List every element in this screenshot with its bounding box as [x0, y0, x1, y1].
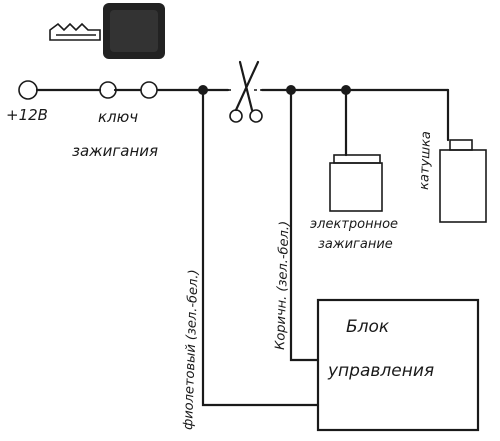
terminal-plus12v: [18, 80, 38, 100]
label-plus12v: +12В: [6, 106, 48, 124]
label-control-unit-line1: Блок: [346, 317, 390, 337]
wire-brown: [289, 88, 320, 362]
label-violet-wire: фиолетовый (зел.-бел.): [181, 269, 202, 430]
terminal-key-out: [140, 81, 158, 99]
ignition-coil: [439, 139, 487, 223]
key-icon: [49, 3, 165, 59]
label-ignition-key-line1: ключ: [98, 108, 138, 126]
label-ignition-key-line2: зажигания: [72, 142, 158, 160]
terminal-key-in: [99, 81, 117, 99]
label-coil: катушка: [417, 131, 434, 190]
electronic-ignition-unit: [329, 154, 383, 212]
scissors-icon: [228, 60, 263, 123]
label-electronic-ignition-line2: зажигание: [318, 237, 393, 252]
label-electronic-ignition-line1: электронное: [310, 217, 398, 232]
wire-violet: [201, 88, 320, 407]
label-control-unit-line2: управления: [327, 361, 434, 381]
control-unit-box: [316, 298, 480, 432]
label-brown-wire: Коричн. (зел.-бел.): [273, 221, 292, 350]
